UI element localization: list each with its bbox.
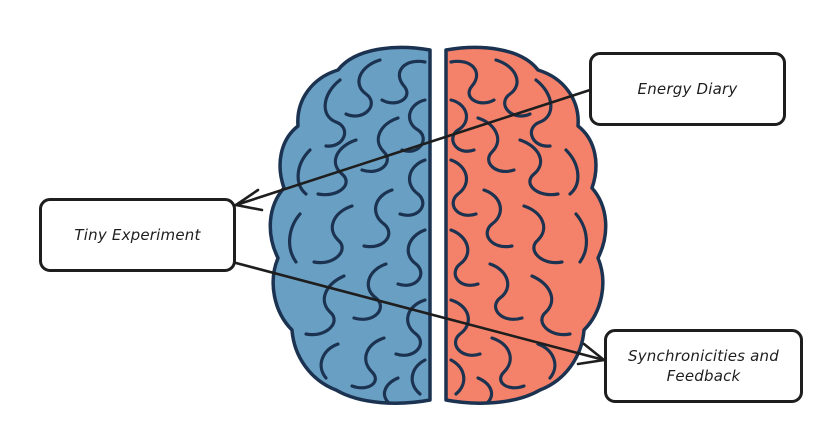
brain-fold [382, 376, 400, 404]
brain-fold [564, 148, 580, 196]
brain-fold [312, 204, 354, 265]
brain-fold [350, 336, 386, 390]
brain-fold [319, 342, 340, 380]
brain-fold [352, 262, 388, 321]
brain-fold [400, 98, 427, 153]
brain-fold [304, 274, 346, 337]
brain-fold [316, 138, 358, 197]
brain-fold [488, 262, 524, 321]
energy-diary-node[interactable]: Energy Diary [589, 52, 786, 126]
brain-fold [574, 212, 588, 264]
brain-fold [362, 188, 394, 249]
brain-fold [449, 98, 476, 153]
brain-left-hemisphere [268, 45, 432, 405]
brain-fold [522, 204, 564, 265]
brain-fold [449, 358, 466, 396]
energy-diary-label: Energy Diary [637, 80, 738, 98]
brain-fold [476, 116, 516, 173]
brain-fold [482, 188, 514, 249]
brain-fold [344, 58, 382, 118]
brain-fold [518, 138, 560, 197]
brain-fold [323, 78, 347, 148]
brain-fold [490, 336, 526, 390]
brain-fold [536, 342, 557, 380]
arrow-energy-to-tiny [234, 88, 592, 212]
brain-fold [380, 59, 427, 105]
brain-fold [398, 158, 427, 217]
brain-fold [529, 78, 553, 148]
tiny-experiment-node[interactable]: Tiny Experiment [39, 198, 236, 272]
brain-fold [449, 298, 482, 357]
brain-fold [476, 376, 494, 404]
brain-fold [530, 274, 572, 337]
arrow-tiny-to-synchronicities [234, 261, 606, 366]
brain-fold [396, 228, 427, 287]
synchronicities-feedback-label: Synchronicities and Feedback [628, 347, 779, 385]
brain-fold [449, 59, 496, 105]
brain-fold [360, 116, 400, 173]
brain-fold [296, 148, 312, 196]
brain-fold [449, 228, 480, 287]
tiny-experiment-label: Tiny Experiment [74, 226, 201, 244]
brain-fold [449, 158, 478, 217]
brain-right-hemisphere [444, 45, 608, 405]
brain-fold [410, 358, 427, 396]
synchronicities-feedback-node[interactable]: Synchronicities and Feedback [604, 329, 803, 403]
brain-fold [394, 298, 427, 357]
brain-fold [288, 212, 302, 264]
